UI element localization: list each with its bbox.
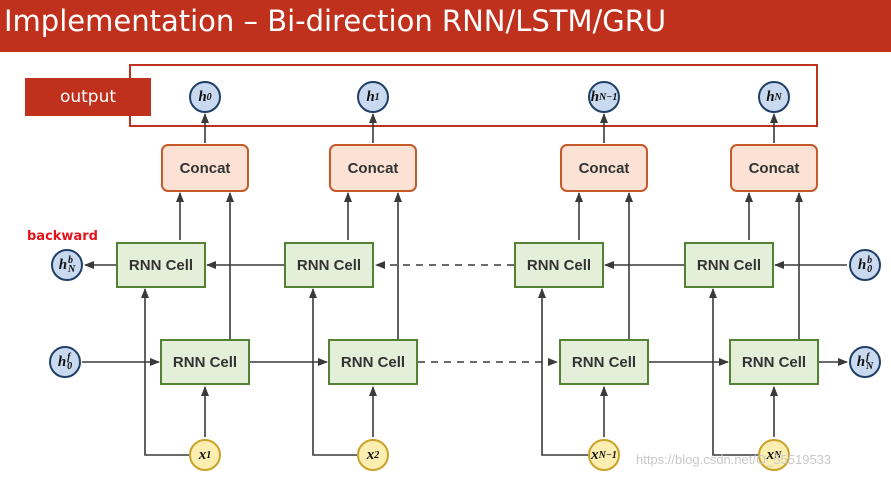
slide-title: Implementation – Bi-direction RNN/LSTM/G…: [4, 4, 667, 38]
forward-rnn-cell-4: RNN Cell: [729, 339, 819, 385]
concat-box-2: Concat: [329, 144, 417, 192]
concat-box-4: Concat: [730, 144, 818, 192]
backward-rnn-cell-2: RNN Cell: [284, 242, 374, 288]
backward-rnn-cell-1: RNN Cell: [116, 242, 206, 288]
backward-label: backward: [27, 229, 98, 244]
forward-rnn-cell-1: RNN Cell: [160, 339, 250, 385]
forward-rnn-cell-2: RNN Cell: [328, 339, 418, 385]
title-bar: Implementation – Bi-direction RNN/LSTM/G…: [0, 0, 891, 52]
backward-rnn-cell-4: RNN Cell: [684, 242, 774, 288]
backward-rnn-cell-3: RNN Cell: [514, 242, 604, 288]
concat-box-1: Concat: [161, 144, 249, 192]
watermark-text: https://blog.csdn.net/O_55519533: [636, 452, 832, 467]
output-label: output: [25, 78, 151, 116]
forward-rnn-cell-3: RNN Cell: [559, 339, 649, 385]
concat-box-3: Concat: [560, 144, 648, 192]
